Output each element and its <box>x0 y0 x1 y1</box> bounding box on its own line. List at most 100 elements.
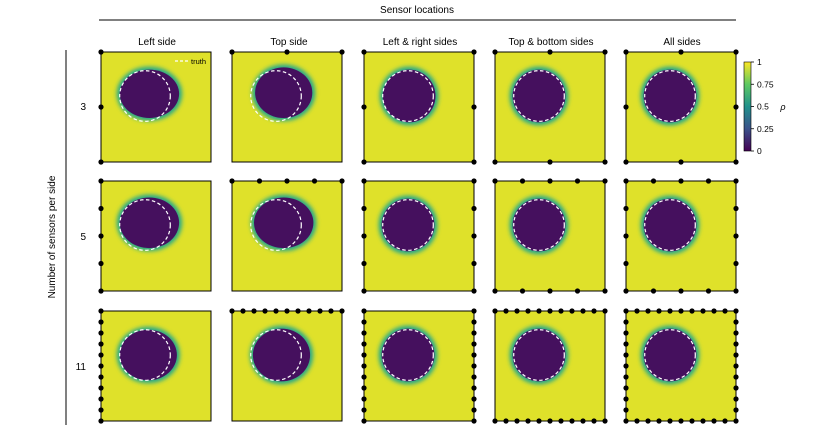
sensor-dot <box>361 288 367 294</box>
sensor-dot <box>339 49 345 55</box>
sensor-dot <box>471 308 477 314</box>
sensor-dot <box>361 104 367 110</box>
sensor-dot <box>602 418 608 424</box>
heatmap-panel <box>623 178 739 294</box>
column-titles: Left side Top side Left & right sides To… <box>138 37 701 48</box>
row-label: 11 <box>76 362 87 373</box>
truth-circle <box>644 329 696 381</box>
sensor-dot <box>650 288 657 294</box>
sensor-dot <box>733 233 739 239</box>
sensor-dot <box>98 407 104 413</box>
sensor-dot <box>733 319 739 325</box>
sensor-dot <box>623 330 629 336</box>
row-axis-label: Number of sensors per side <box>47 175 58 298</box>
sensor-dot <box>361 319 367 325</box>
sensor-dot <box>98 418 104 424</box>
column-title: All sides <box>663 37 700 48</box>
sensor-dot <box>98 374 104 380</box>
sensor-dot <box>492 288 498 294</box>
sensor-dot <box>623 396 629 402</box>
sensor-dot <box>623 104 629 110</box>
sensor-dot <box>623 374 629 380</box>
heatmap-panel <box>98 49 212 165</box>
sensor-dot <box>733 159 739 165</box>
sensor-dot <box>634 308 640 314</box>
sensor-dot <box>492 418 498 424</box>
sensor-dot <box>574 178 581 184</box>
sensor-dot <box>623 178 629 184</box>
sensor-dot <box>623 385 629 391</box>
inclusion-core <box>252 328 311 382</box>
colorbar-ticks: 00.250.50.751 <box>751 57 774 156</box>
sensor-dot <box>733 418 739 424</box>
sensor-dot <box>229 308 235 314</box>
sensor-dot <box>656 418 662 424</box>
inclusion-group <box>252 64 316 121</box>
sensor-dot <box>98 233 104 239</box>
colorbar-gradient <box>743 61 752 152</box>
sensor-dot <box>645 418 651 424</box>
sensor-dot <box>678 418 684 424</box>
sensor-dot <box>591 418 597 424</box>
sensor-dot <box>229 178 235 184</box>
inclusion-core <box>119 69 180 119</box>
sensor-dot <box>98 49 104 55</box>
sensor-dot <box>722 418 728 424</box>
heatmap-panel <box>623 308 739 424</box>
sensor-dot <box>602 49 608 55</box>
sensor-dot <box>471 319 477 325</box>
sensor-dot <box>98 396 104 402</box>
sensor-dot <box>623 407 629 413</box>
sensor-dot <box>733 104 739 110</box>
sensor-dot <box>656 308 662 314</box>
sensor-dot <box>678 178 684 184</box>
sensor-dot <box>361 330 367 336</box>
sensor-dot <box>645 308 651 314</box>
heatmap-panels <box>98 49 739 424</box>
inclusion-group <box>251 194 317 252</box>
sensor-dot <box>361 418 367 424</box>
sensor-dot <box>711 308 717 314</box>
sensor-dot <box>492 178 498 184</box>
heatmap-panel <box>361 308 477 424</box>
heatmap-panel <box>229 49 345 163</box>
column-title: Top & bottom sides <box>508 37 593 48</box>
sensor-dot <box>471 374 477 380</box>
sensor-dot <box>519 178 526 184</box>
sensor-dot <box>705 178 712 184</box>
sensor-dot <box>623 159 629 165</box>
sensor-dot <box>547 159 553 165</box>
sensor-dot <box>733 385 739 391</box>
sensor-dot <box>98 288 104 294</box>
sensor-dot <box>623 308 629 314</box>
sensor-dot <box>492 308 498 314</box>
inclusion-core <box>512 69 566 123</box>
sensor-dot <box>623 363 629 369</box>
inclusion-core <box>381 328 435 382</box>
sensor-dot <box>525 308 531 314</box>
truth-circle <box>382 199 434 251</box>
heatmap-panel <box>492 49 608 165</box>
inclusion-core <box>254 197 314 249</box>
sensor-dot <box>514 418 520 424</box>
sensor-dot <box>623 288 629 294</box>
sensor-dot <box>98 205 104 212</box>
truth-circle <box>250 199 302 251</box>
sensor-dot <box>623 205 629 212</box>
inclusion-core <box>643 69 697 123</box>
heatmap-panel <box>98 178 212 294</box>
sensor-dot <box>471 233 477 239</box>
sensor-dot <box>471 341 477 347</box>
sensor-dot <box>361 407 367 413</box>
sensor-dot <box>711 418 717 424</box>
sensor-dot <box>361 178 367 184</box>
sensor-dot <box>602 178 608 184</box>
sensor-dot <box>339 178 345 184</box>
heatmap-panel <box>361 178 477 294</box>
sensor-dot <box>547 49 553 55</box>
sensor-dot <box>471 49 477 55</box>
sensor-dot <box>98 104 104 110</box>
sensor-dot <box>569 308 575 314</box>
sensor-dot <box>650 178 657 184</box>
sensor-dot <box>623 341 629 347</box>
